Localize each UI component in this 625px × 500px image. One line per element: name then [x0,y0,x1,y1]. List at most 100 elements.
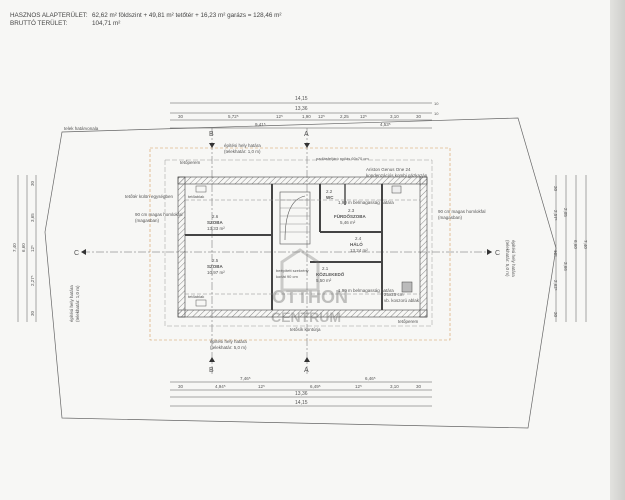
dim-bottom-seg: 30 [178,384,184,389]
chimney-sub: vb. koszorú ablak [384,298,420,303]
outer-wall-top [177,176,428,185]
dim-bottom-inner: 13,36 [295,391,308,397]
dim-right-seg: 2,62⁵ [553,280,558,291]
dim-left-seg: 2,27⁵ [30,275,35,286]
room-no: 2.1 [322,266,329,271]
stair-treads [280,199,310,233]
staircase [279,191,311,245]
building-line-bottom: építési hely határa [210,339,247,344]
section-arrow-b-bottom [209,357,215,362]
roof-window-icon [195,299,207,307]
dim-top-seg: 1,90 [302,114,311,119]
room-no: 2.5 [212,258,219,263]
dim-bottom-total: 14,15 [295,400,308,406]
room-area: 10,97 m² [207,270,225,275]
dim-top-seg: 5,72⁵ [228,114,239,119]
dim-right-seg: 30 [553,312,558,318]
dim-left-outer: 7,40 [12,243,17,252]
dim-top-seg: 12⁵ [318,114,325,119]
dim-right-seg: 12⁵ [553,250,558,257]
dimension-chain-top [170,102,432,129]
dim-bottom-upper: 7,46⁵ [240,376,251,381]
room-area: 5,46 m² [340,220,356,225]
building-line-top: építési hely határa [224,143,261,148]
roof-window-label-1: tetőablak [188,194,204,199]
dim-top-lower: 4,53⁵ [380,122,391,127]
section-arrow-c-right [487,249,492,255]
watermark-line1: OTTHON [272,287,348,307]
room-label: 2.3 FÜRDŐSZOBA 5,46 m² [334,208,366,225]
dim-bottom-seg: 12⁵ [258,384,265,389]
chimney-label: 25x25 cm [384,292,404,297]
dim-top-seg: 12⁵ [360,114,367,119]
plot-line-label: telek határvonala [64,126,99,131]
dim-top-lower: 9,41⁵ [255,122,266,127]
left-note-3: (magasban) [135,218,160,223]
room-label: 2.4 HÁLÓ 13,24 m² [350,236,368,253]
gross-area-label: BRUTTÓ TERÜLET: [10,20,68,27]
building-line-left: építési hely határa [69,285,74,322]
dim-top-seg: 30 [178,114,184,119]
staircase-curve [284,195,306,241]
room-area: 13,33 m² [207,226,225,231]
dim-top-inner: 13,36 [295,106,308,112]
chimney-icon [401,281,413,293]
section-arrow-c-left [81,249,86,255]
room-name: WC [326,195,334,200]
dim-left-seg: 30 [30,310,35,316]
page-edge [610,0,625,500]
building-line-top-sub: (telekhatár: 1,0 m) [224,149,261,154]
section-label-b-top: B [209,131,214,138]
watermark-line2: CENTRUM [271,309,341,325]
building-line-bottom-sub: (telekhatár: 5,0 m) [210,345,247,350]
section-label-c-right: C [495,250,500,257]
room-name: SZOBA [207,264,224,269]
dim-left-seg: 3,65 [30,213,35,222]
railing-label: korlát 90 cm [276,274,298,279]
dim-bottom-upper: 6,46⁵ [365,376,376,381]
dim-bottom-seg: 4,94⁵ [215,384,226,389]
left-note: tetőtér külön egységben [125,194,174,199]
dim-tick: 10 [434,101,439,106]
dim-top-seg: 2,25 [340,114,349,119]
dim-left-seg: 30 [30,180,35,186]
boiler-icon [391,185,402,194]
room-name: HÁLÓ [350,240,363,247]
dim-bottom-seg: 3,10 [390,384,399,389]
dim-right-seg: 2,57⁵ [553,210,558,221]
section-label-c-left: C [74,250,79,257]
room-name: FÜRDŐSZOBA [334,213,366,219]
room-no: 2.4 [355,236,362,241]
plot-boundary [44,117,557,429]
gross-area-value: 104,71 m² [92,20,121,27]
room-area: 5,50 m² [316,278,332,283]
dim-tick: 10 [434,111,439,116]
building-envelope [149,147,451,341]
dim-left-inner: 6,60 [21,243,26,252]
roof-edge-top: tetőperem [180,160,201,165]
dim-bottom-seg: 6,49⁵ [310,384,321,389]
roof-contour [164,159,433,327]
dim-top-seg: 3,10 [390,114,399,119]
net-area-value: 62,62 m² földszint + 49,81 m² tetőtér + … [92,12,282,19]
room-name: KÖZLEKEDŐ [316,271,345,277]
room-area: 13,24 m² [350,248,368,253]
dimension-chain-left [17,175,37,322]
watermark-logo: OTTHON CENTRUM [271,248,348,325]
drawing-sheet [610,0,611,500]
right-note: 90 cm magas homlokfal [438,209,486,214]
room-label: 2.2 WC [326,189,334,200]
roof-window-icon [195,185,207,193]
dimension-chain-right [555,175,587,322]
section-arrow-a-top [304,143,310,148]
section-arrow-a-bottom [304,357,310,362]
room-no: 2.6 [212,214,219,219]
room-no: 2.3 [348,208,355,213]
section-arrow-b-top [209,143,215,148]
building-line-left-sub: (telekhatár: 1,0 m) [75,285,80,322]
dim-right-outer: 7,40 [583,240,588,249]
dim-top-seg: 12⁵ [276,114,283,119]
dim-bottom-seg: 12⁵ [355,384,362,389]
dim-right-upper: 2,05 [563,208,568,217]
building-line-right: építési hely határa [511,240,516,277]
